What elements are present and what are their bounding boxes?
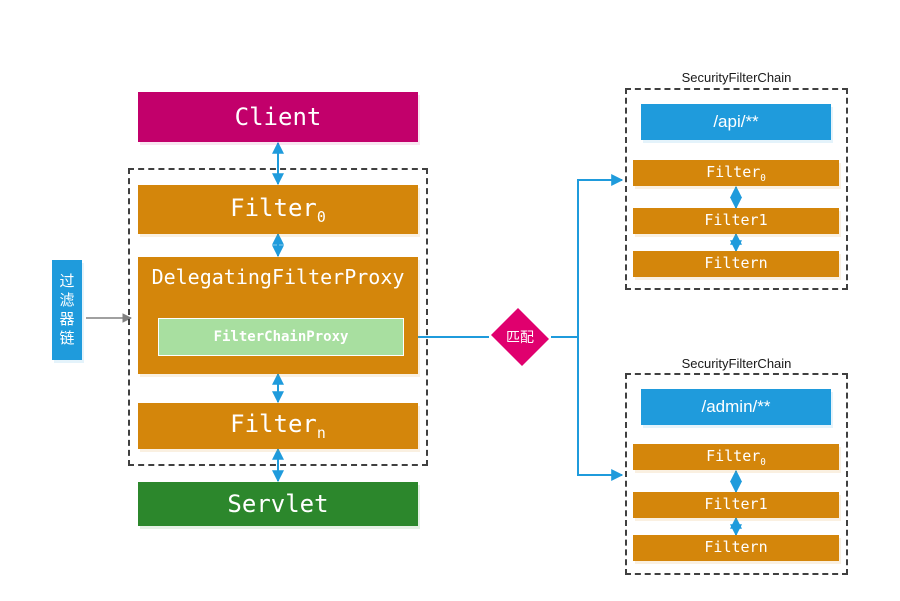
arrow-decision-to-chain-bottom	[577, 337, 624, 481]
client-box[interactable]: Client	[138, 92, 418, 142]
side-label-char-0: 过	[59, 272, 75, 290]
chain-1-filter-1-label: Filter1	[704, 494, 768, 513]
side-label-char-3: 链	[59, 329, 75, 347]
delegating-filter-proxy-box[interactable]: DelegatingFilterProxy	[138, 257, 418, 374]
chain-1-pattern-label: /admin/**	[701, 397, 771, 416]
chain-0-filter-n-label: Filtern	[704, 253, 768, 272]
chain-0-title: SecurityFilterChain	[681, 70, 792, 85]
match-decision-label: 匹配	[506, 330, 534, 346]
arrow-decision-to-chain-top	[551, 174, 624, 338]
side-label-filter-chain[interactable]: 过 滤 器 链	[52, 260, 82, 360]
match-decision-diamond[interactable]: 匹配	[489, 308, 551, 366]
filter-chain-proxy-box[interactable]: FilterChainProxy	[158, 318, 404, 356]
chain-0-filter-1-label: Filter1	[704, 210, 768, 229]
chain-1-container	[625, 373, 848, 575]
chain-1-filter-1[interactable]: Filter1	[633, 492, 839, 518]
chain-1-filter-0-label: Filter0	[706, 446, 766, 468]
chain-0-pattern-label: /api/**	[713, 112, 759, 131]
delegating-filter-proxy-label: DelegatingFilterProxy	[151, 265, 405, 289]
side-label-char-1: 滤	[59, 291, 75, 309]
filtern-box[interactable]: Filtern	[138, 403, 418, 449]
filtern-label: Filtern	[230, 410, 326, 442]
chain-0-filter-1[interactable]: Filter1	[633, 208, 839, 234]
chain-0-filter-0[interactable]: Filter0	[633, 160, 839, 186]
chain-1-title: SecurityFilterChain	[681, 356, 792, 371]
filter0-box[interactable]: Filter0	[138, 185, 418, 234]
chain-1-pattern-box[interactable]: /admin/**	[641, 389, 831, 425]
chain-1-filter-n-label: Filtern	[704, 537, 768, 556]
chain-0-pattern-box[interactable]: /api/**	[641, 104, 831, 140]
chain-1-filter-0[interactable]: Filter0	[633, 444, 839, 470]
servlet-box[interactable]: Servlet	[138, 482, 418, 526]
filter0-label: Filter0	[230, 193, 326, 226]
filter-chain-proxy-label: FilterChainProxy	[213, 329, 349, 345]
side-label-char-2: 器	[59, 310, 75, 328]
filter-chain-container	[128, 168, 428, 466]
chain-0-filter-0-label: Filter0	[706, 162, 766, 184]
chain-1-filter-n[interactable]: Filtern	[633, 535, 839, 561]
client-label: Client	[234, 103, 322, 131]
servlet-label: Servlet	[227, 490, 329, 518]
chain-0-container	[625, 88, 848, 290]
chain-0-filter-n[interactable]: Filtern	[633, 251, 839, 277]
